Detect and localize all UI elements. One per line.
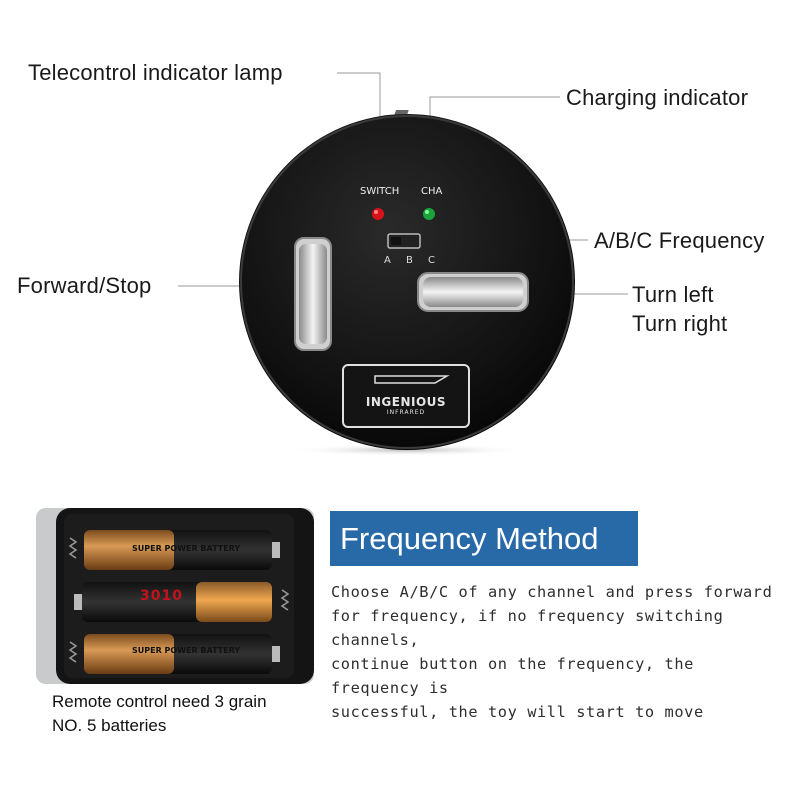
frequency-callout: A/B/C Frequency bbox=[594, 228, 765, 253]
red-led bbox=[372, 208, 384, 220]
turn-right-callout: Turn right bbox=[632, 311, 728, 336]
frequency-line-3: continue button on the frequency, the fr… bbox=[331, 655, 694, 697]
battery-caption: Remote control need 3 grain NO. 5 batter… bbox=[52, 690, 267, 738]
telecontrol-callout: Telecontrol indicator lamp bbox=[28, 60, 283, 85]
forward-stop-callout: Forward/Stop bbox=[17, 273, 152, 298]
abc-label: A B C bbox=[384, 255, 442, 266]
device-body bbox=[239, 114, 575, 450]
brand-name: INGENIOUS bbox=[365, 395, 447, 409]
frequency-line-1: Choose A/B/C of any channel and press fo… bbox=[331, 583, 773, 601]
turn-left-callout: Turn left bbox=[632, 282, 714, 307]
cha-label: CHA bbox=[421, 186, 443, 197]
frequency-method-body: Choose A/B/C of any channel and press fo… bbox=[331, 580, 786, 724]
brand-subtitle: INFRARED bbox=[386, 409, 426, 416]
switch-label: SWITCH bbox=[360, 186, 400, 197]
frequency-line-4: successful, the toy will start to move bbox=[331, 703, 704, 721]
battery-caption-line1: Remote control need 3 grain bbox=[52, 692, 267, 711]
battery-bottom-label: SUPER POWER BATTERY bbox=[132, 646, 241, 655]
battery-caption-line2: NO. 5 batteries bbox=[52, 716, 167, 735]
frequency-method-title: Frequency Method bbox=[330, 511, 638, 566]
green-led bbox=[423, 208, 435, 220]
battery-compartment-photo: SUPER POWER BATTERY 3010 SUPER POWER BAT… bbox=[36, 508, 314, 684]
frequency-line-2: for frequency, if no frequency switching… bbox=[331, 607, 724, 649]
battery-mid-label: 3010 bbox=[140, 588, 183, 604]
battery-top-label: SUPER POWER BATTERY bbox=[132, 544, 241, 553]
charging-callout: Charging indicator bbox=[566, 85, 749, 110]
brand-logo: INGENIOUS INFRARED bbox=[343, 395, 469, 416]
remote-control-device: SWITCH CHA A B C INGENIOUS INFRARED bbox=[235, 105, 580, 456]
